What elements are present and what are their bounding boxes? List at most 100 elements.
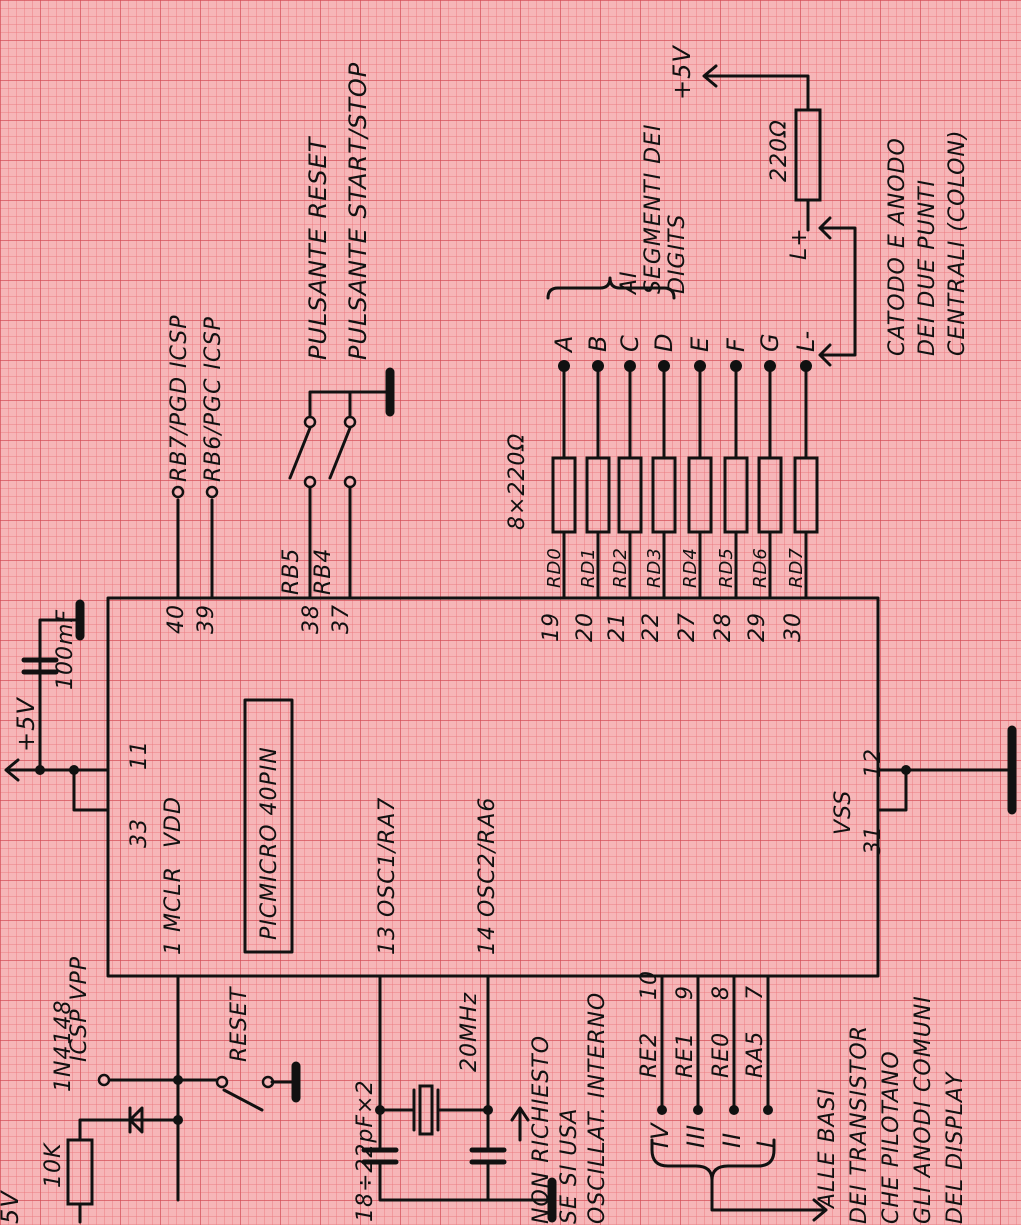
segment-resistor (551, 456, 577, 534)
osc-note-line-2: SE SI USA (557, 1108, 582, 1224)
resistor-10k-label: 10K (41, 1142, 66, 1188)
crystal-label: 20MHz (457, 992, 482, 1072)
segments-brace-line-2: SEGMENTI DEI (641, 123, 666, 294)
osc-note-line-1: NON RICHIESTO (529, 1035, 554, 1224)
segment-terminal (592, 360, 604, 372)
segment-outputs: 19RD0A20RD1B21RD2C22RD3D27RD4E28RD5F29RD… (539, 330, 820, 642)
segment-pin-number: 29 (745, 612, 770, 642)
reset-button-label: PULSANTE RESET (304, 135, 332, 360)
digit-numeral: IV (646, 1122, 674, 1148)
reset-switch-terminal-1 (215, 1075, 229, 1089)
reset-button-switch (288, 426, 312, 480)
segment-pin-number: 20 (573, 612, 598, 642)
left-supply-label: 5V (0, 1190, 24, 1224)
chip-body (106, 596, 880, 978)
osc-note-line-3: OSCILLAT. INTERNO (585, 992, 610, 1224)
digit-pin-number: 8 (709, 985, 734, 1000)
segment-resistor (617, 456, 643, 534)
digits-note-line-4: GLI ANODI COMUNI (911, 995, 936, 1224)
segment-resistor (687, 456, 713, 534)
digit-pin-number: 10 (637, 970, 662, 1000)
digits-note-line-1: ALLE BASI (815, 1088, 840, 1210)
digit-numeral: I (752, 1140, 780, 1148)
segment-output-label: B (584, 335, 612, 352)
digit-terminal (729, 1105, 739, 1115)
digit-port-label: RA5 (743, 1031, 768, 1078)
segments-brace-line-3: DIGITS (665, 214, 690, 294)
pin-mclr: 1 MCLR (161, 866, 186, 955)
digit-numeral: III (682, 1124, 710, 1148)
colon-pointer (818, 216, 857, 367)
segment-pin-number: 27 (675, 612, 700, 642)
segment-pin-number: 19 (539, 612, 564, 642)
segment-output-label: F (722, 337, 750, 352)
colon-resistor-label: 220Ω (767, 119, 792, 182)
digit-port-label: RE0 (709, 1032, 734, 1078)
segment-port-label: RD0 (544, 547, 565, 588)
segment-terminal (658, 360, 670, 372)
colon-note-line-1: CATODO E ANODO (885, 137, 910, 356)
reset-button-terminal (303, 415, 317, 429)
pin-osc1: 13 OSC1/RA7 (375, 797, 400, 955)
rb7-terminal (171, 485, 185, 499)
colon-supply-label: +5V (668, 45, 696, 100)
colon-resistor (794, 108, 822, 202)
osc-caps-label: 18÷22pF×2 (353, 1080, 378, 1222)
vdd-wire-33 (72, 768, 110, 812)
digits-note-line-2: DEI TRANSISTOR (847, 1025, 872, 1224)
digit-terminal (657, 1105, 667, 1115)
segment-output-label: C (616, 334, 644, 352)
pin-osc2: 14 OSC2/RA6 (475, 797, 500, 955)
pin-39: 39 (194, 604, 219, 634)
diode-symbol (118, 1106, 148, 1134)
pin-33: 33 (127, 818, 152, 848)
segment-resistor (723, 456, 749, 534)
colon-lplus-label: L+ (787, 227, 812, 260)
segments-brace (546, 276, 676, 300)
segment-output-label: A (550, 335, 578, 354)
segment-resistor (585, 456, 611, 534)
digit-terminal (763, 1105, 773, 1115)
cap-label: 100mF (53, 609, 78, 690)
segment-port-label: RD7 (786, 547, 807, 588)
segment-output-label: E (686, 336, 714, 352)
pin-vdd-label: VDD (161, 796, 186, 848)
digits-note-line-5: DEL DISPLAY (943, 1071, 968, 1224)
segment-terminal (558, 360, 570, 372)
crystal-body (418, 1084, 434, 1136)
resistor-pack-label: 8×220Ω (505, 433, 530, 530)
segment-terminal (800, 360, 812, 372)
digit-numeral: II (718, 1132, 746, 1148)
segment-pin-number: 30 (781, 612, 806, 642)
chip-name-box (243, 698, 294, 954)
segment-pin-number: 22 (639, 612, 664, 642)
segment-output-label: G (756, 332, 784, 352)
segment-port-label: RD4 (680, 547, 701, 588)
buttons-ground-wire (308, 390, 392, 418)
icsp-rb7-label: RB7/PGD ICSP (167, 314, 192, 482)
vdd-arrow (4, 758, 20, 782)
pin-vss-label: VSS (831, 790, 856, 835)
segment-port-label: RD3 (644, 547, 665, 588)
segment-terminal (694, 360, 706, 372)
colon-supply-arrow (702, 64, 718, 88)
segment-resistor (651, 456, 677, 534)
vss-31-wire (876, 768, 908, 812)
digit-pin-number: 9 (673, 985, 698, 1000)
pin-11: 11 (127, 740, 152, 770)
segment-terminal (730, 360, 742, 372)
diode-to-resistor (78, 1118, 122, 1142)
segment-pin-number: 28 (711, 612, 736, 642)
segment-pin-number: 21 (605, 612, 630, 642)
reset-switch-label: RESET (227, 986, 252, 1062)
cap-ground-wire (38, 618, 82, 662)
digits-note-line-3: CHE PILOTANO (879, 1050, 904, 1224)
vdd-node (69, 765, 79, 775)
segments-brace-line-1: AI (617, 270, 642, 296)
pin-38: 38 (299, 604, 324, 634)
segment-resistor (793, 456, 819, 534)
osc-note-arrow (510, 1106, 530, 1142)
segment-port-label: RD1 (578, 547, 599, 588)
